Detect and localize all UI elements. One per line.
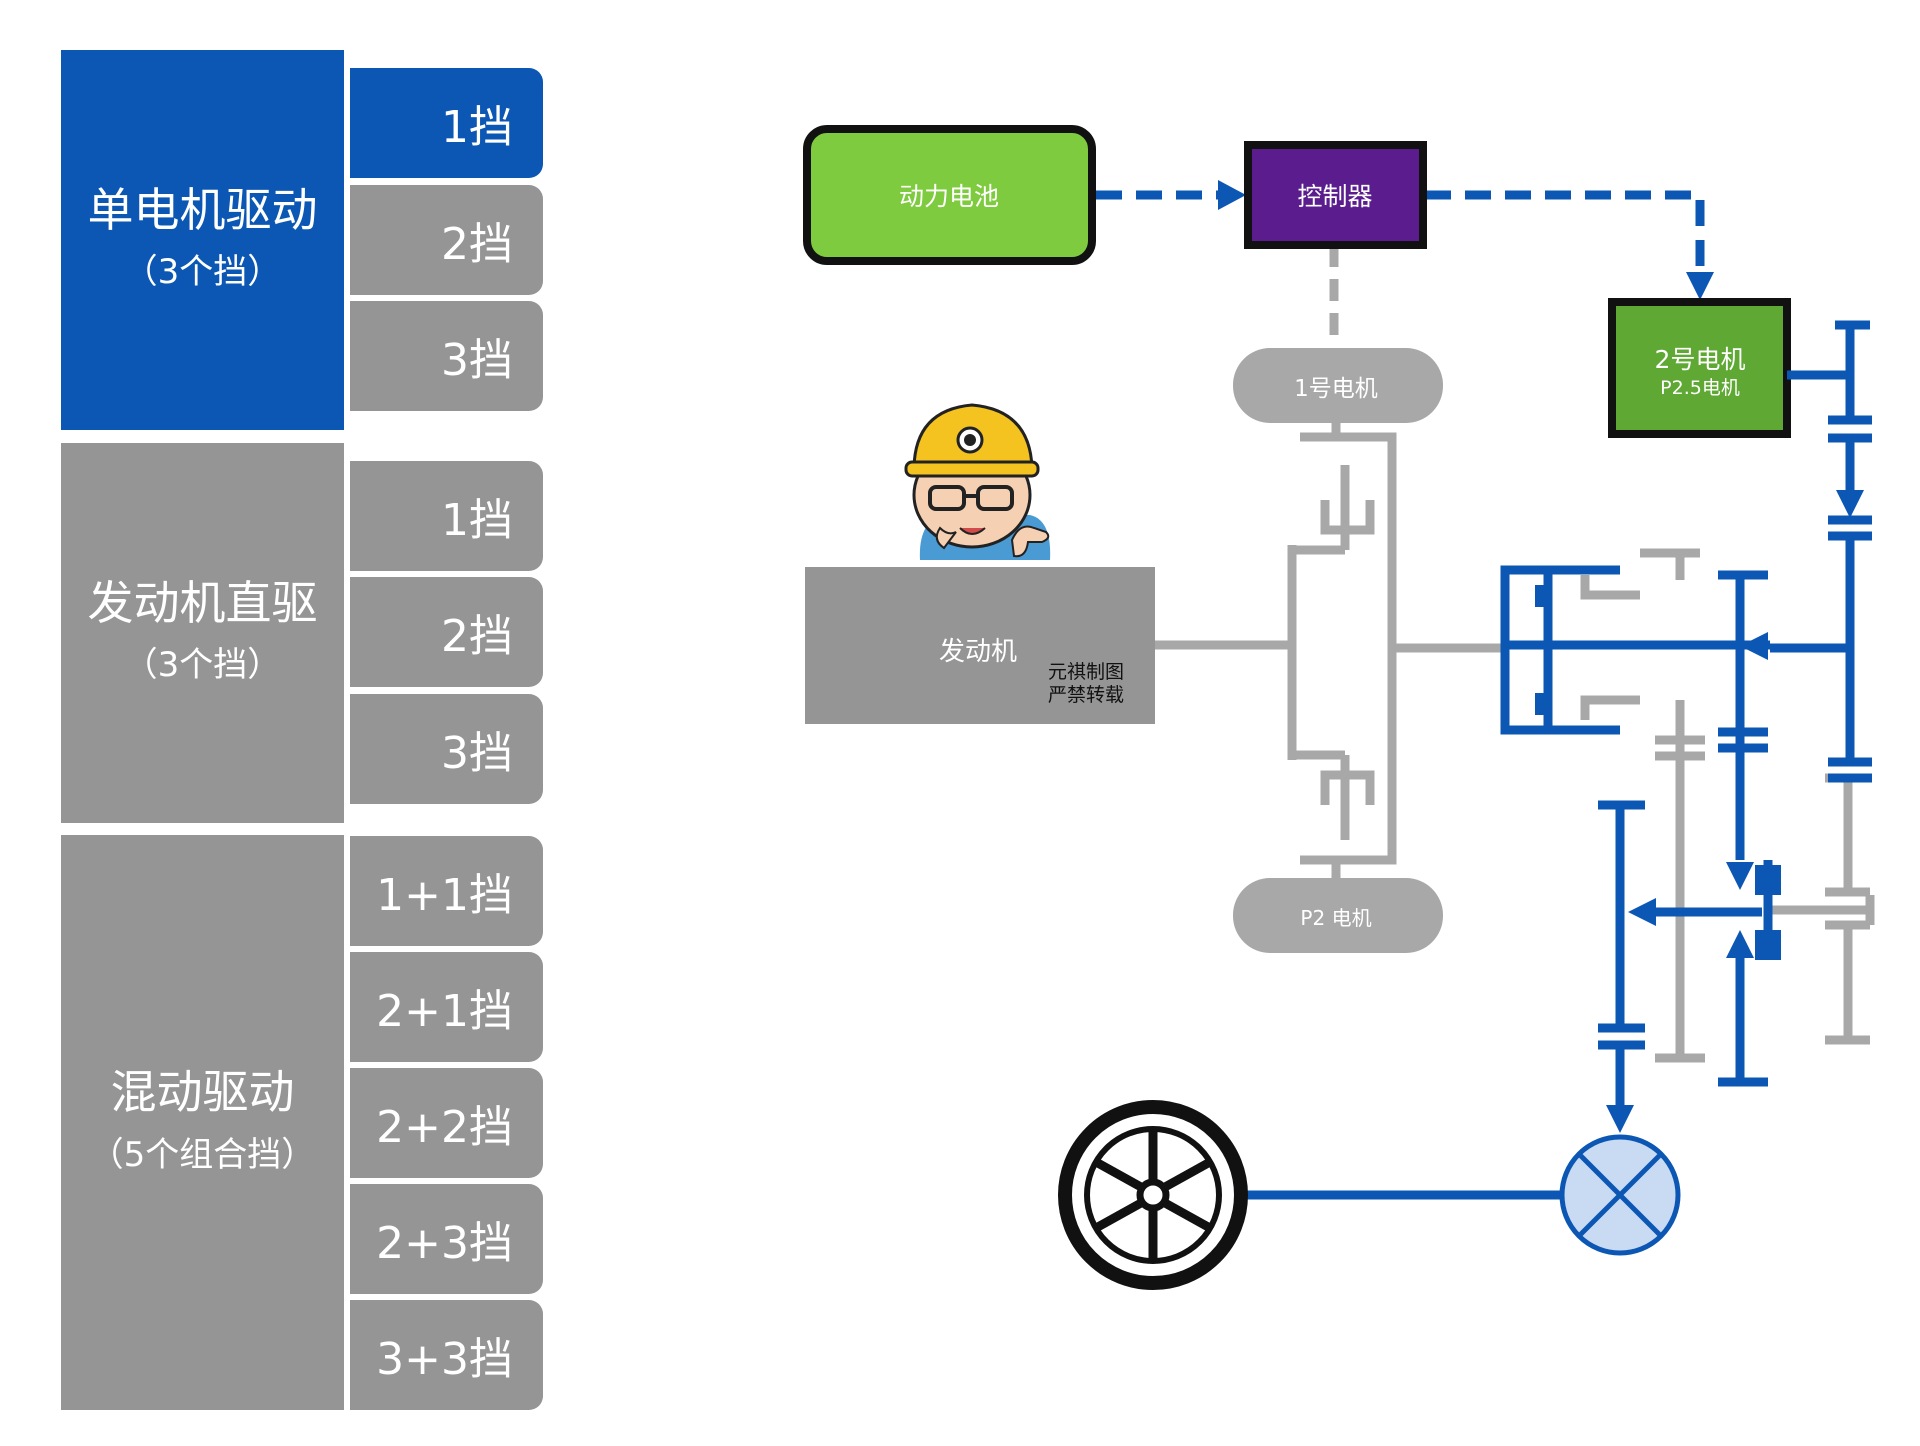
gear-engine-3: 3挡 [350, 694, 543, 804]
gear-single-2: 2挡 [350, 185, 543, 295]
battery-label: 动力电池 [899, 182, 999, 211]
mode-title: 单电机驱动 [87, 182, 318, 237]
mode-title: 混动驱动 [110, 1065, 295, 1120]
arrow-head-icon [1606, 1105, 1634, 1133]
mode-engine-direct: 发动机直驱 （3个挡） [61, 443, 344, 823]
gear-hybrid-1: 1+1挡 [350, 836, 543, 946]
arrow-head-icon [1726, 930, 1754, 958]
synchronizer-sleeve [1755, 930, 1781, 960]
gear-hybrid-4: 2+3挡 [350, 1184, 543, 1294]
motor2-block: 2号电机 P2.5电机 [1608, 298, 1791, 438]
gear-hybrid-2: 2+1挡 [350, 952, 543, 1062]
arrow-head-icon [1628, 898, 1656, 926]
gear-single-1: 1挡 [350, 68, 543, 178]
differential-icon [1559, 1134, 1681, 1256]
controller-to-motor2-link [1425, 190, 1705, 275]
arrow-head-icon [1726, 862, 1754, 890]
watermark-line2: 严禁转载 [1048, 684, 1124, 706]
gear-engine-1: 1挡 [350, 461, 543, 571]
p2-motor-block: P2 电机 [1233, 878, 1443, 953]
power-battery-block: 动力电池 [803, 125, 1096, 265]
gear-hub-gray [1580, 695, 1640, 720]
clutch-pad-blue [1535, 585, 1551, 607]
motor2-label-line2: P2.5电机 [1660, 377, 1740, 399]
mode-hybrid: 混动驱动 （5个组合挡） [61, 835, 344, 1410]
controller-label: 控制器 [1297, 182, 1372, 211]
electrical-links [1096, 190, 1705, 275]
gear-hybrid-5: 3+3挡 [350, 1300, 543, 1410]
motor1-block: 1号电机 [1233, 348, 1443, 423]
gear-hub-gray [1580, 575, 1640, 600]
controller-block: 控制器 [1244, 141, 1427, 249]
mode-subtitle: （5个组合挡） [89, 1134, 316, 1175]
gear-engine-2: 2挡 [350, 577, 543, 687]
motor2-label-line1: 2号电机 [1655, 345, 1746, 374]
arrow-head-icon [1218, 180, 1246, 210]
worker-mascot-icon [904, 403, 1051, 560]
engine-block: 发动机 元祺制图 严禁转载 [805, 567, 1155, 724]
active-power-path [1175, 320, 1872, 1200]
mode-subtitle: （3个挡） [123, 252, 282, 293]
arrow-head-icon [1686, 272, 1714, 300]
watermark-line1: 元祺制图 [1048, 661, 1124, 683]
clutch-drum-blue [1500, 565, 1620, 735]
engine-shaft-structure [1155, 423, 1875, 1063]
mode-subtitle: （3个挡） [123, 645, 282, 686]
arrow-head-icon [1740, 632, 1768, 660]
gear-single-3: 3挡 [350, 301, 543, 411]
clutch-plate-inner [1320, 500, 1375, 535]
mode-single-motor: 单电机驱动 （3个挡） [61, 50, 344, 430]
motor1-label: 1号电机 [1294, 376, 1378, 402]
p2-motor-label: P2 电机 [1300, 906, 1371, 930]
engine-label: 发动机 [939, 637, 1017, 667]
wheel-icon [1058, 1100, 1248, 1290]
arrow-head-icon [1836, 490, 1864, 518]
mode-title: 发动机直驱 [87, 575, 318, 630]
gear-hybrid-3: 2+2挡 [350, 1068, 543, 1178]
clutch-plate-inner [1320, 770, 1375, 805]
clutch-pad-blue [1535, 693, 1551, 715]
synchronizer-sleeve [1755, 865, 1781, 895]
